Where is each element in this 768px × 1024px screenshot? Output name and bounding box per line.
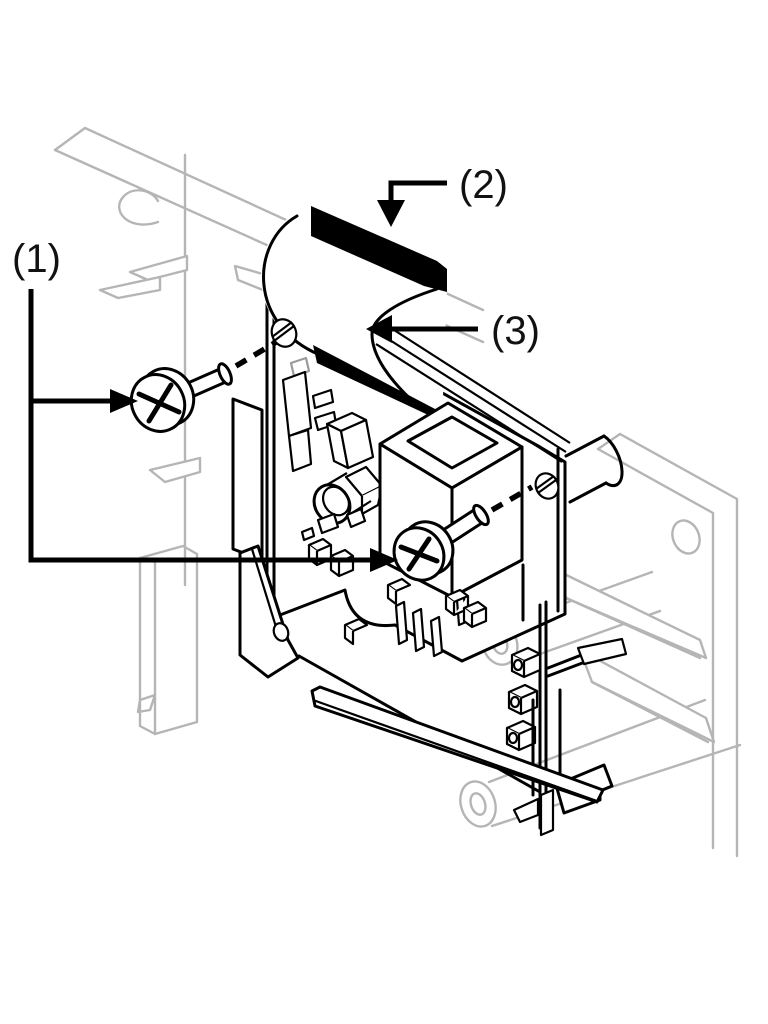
roller-lower-end <box>459 780 497 828</box>
box-pin <box>411 607 426 653</box>
callout-2-arrowhead-icon <box>377 200 405 227</box>
ribbon-tail-line <box>393 329 571 444</box>
frame-foot <box>512 797 540 824</box>
frame-curl <box>118 189 160 226</box>
frame-fin-fold <box>564 596 702 660</box>
component-cube <box>343 617 369 633</box>
frame-fin <box>148 456 202 484</box>
frame-foot <box>539 788 555 837</box>
flat-bar-edge <box>312 698 598 803</box>
component-chip <box>300 526 316 542</box>
plate-screw-hole-slot <box>271 321 295 342</box>
boss-cylinder <box>568 481 608 504</box>
frame-fin <box>128 254 189 282</box>
boss-cylinder <box>564 434 606 458</box>
callout-1-arrowhead-icon <box>110 389 138 413</box>
connector-block-3d <box>510 646 542 679</box>
boss-cylinder-end <box>602 434 624 488</box>
ribbon-cable <box>260 206 571 463</box>
screw-axis-dashed <box>490 484 534 513</box>
ribbon-connector-top <box>311 206 447 292</box>
panel-screw-hole-slot <box>535 475 557 494</box>
bracket-leg-foot <box>239 654 269 678</box>
callout-3-label: (3) <box>491 309 540 353</box>
component-cube <box>386 585 398 606</box>
component-cube <box>462 608 488 629</box>
frame-panel-hole <box>671 519 701 555</box>
screw-tip <box>472 503 490 527</box>
ribbon-outer-curve <box>262 214 322 357</box>
screw-tip <box>217 362 233 386</box>
flat-bar <box>310 685 605 804</box>
component-cube <box>386 577 412 593</box>
relay-right <box>339 418 375 470</box>
callout-2-line <box>388 180 447 201</box>
component-chip <box>311 388 335 410</box>
frame-channel <box>138 544 199 736</box>
connector-block-3d <box>505 719 537 752</box>
frame-fin-fold <box>590 680 710 744</box>
box-pin <box>394 600 409 646</box>
frame-beam-end <box>53 126 87 152</box>
callout-1-arrowhead-icon <box>370 548 398 572</box>
callouts: (1) (2) (3) <box>12 163 540 572</box>
screw-left <box>129 318 298 433</box>
capacitor-crimp <box>321 485 351 517</box>
callout-1-line <box>28 289 370 563</box>
pcb-edge-strip <box>231 397 264 562</box>
ribbon-inner-curve <box>370 287 439 407</box>
ribbon-tail-line <box>375 343 563 463</box>
connector-block-3d <box>507 683 539 716</box>
phillips-cross-icon <box>398 536 440 572</box>
frame-fin <box>554 568 708 660</box>
frame-fin <box>578 648 716 744</box>
frame-panel-edge <box>618 432 739 858</box>
ribbon-connector-board <box>313 345 441 421</box>
callout-2: (2) <box>377 163 508 227</box>
phillips-cross-icon <box>136 382 182 424</box>
capacitor-foot <box>316 512 340 535</box>
capacitor-foot <box>345 507 367 529</box>
callout-1-label: (1) <box>12 237 61 281</box>
box-pin <box>429 615 444 658</box>
frame-tab <box>576 637 628 666</box>
ribbon-tail-line <box>384 336 567 453</box>
bracket-leg-hole <box>272 622 290 642</box>
frame-channel-foot <box>136 693 157 714</box>
callout-3-arrowhead-icon <box>366 315 392 343</box>
frame-channel-fold <box>138 556 157 736</box>
component-cube <box>343 625 355 646</box>
box-top-hole <box>406 415 499 470</box>
frame-fin <box>98 275 162 300</box>
callout-3: (3) <box>366 309 540 353</box>
connector-block <box>281 370 313 438</box>
callout-1: (1) <box>12 237 398 572</box>
callout-2-label: (2) <box>459 163 508 207</box>
screw-right <box>392 434 624 582</box>
connector-block <box>287 428 313 473</box>
roller-lower-bore <box>469 792 487 816</box>
lower-frame <box>297 563 628 837</box>
transformer-box <box>343 401 524 658</box>
